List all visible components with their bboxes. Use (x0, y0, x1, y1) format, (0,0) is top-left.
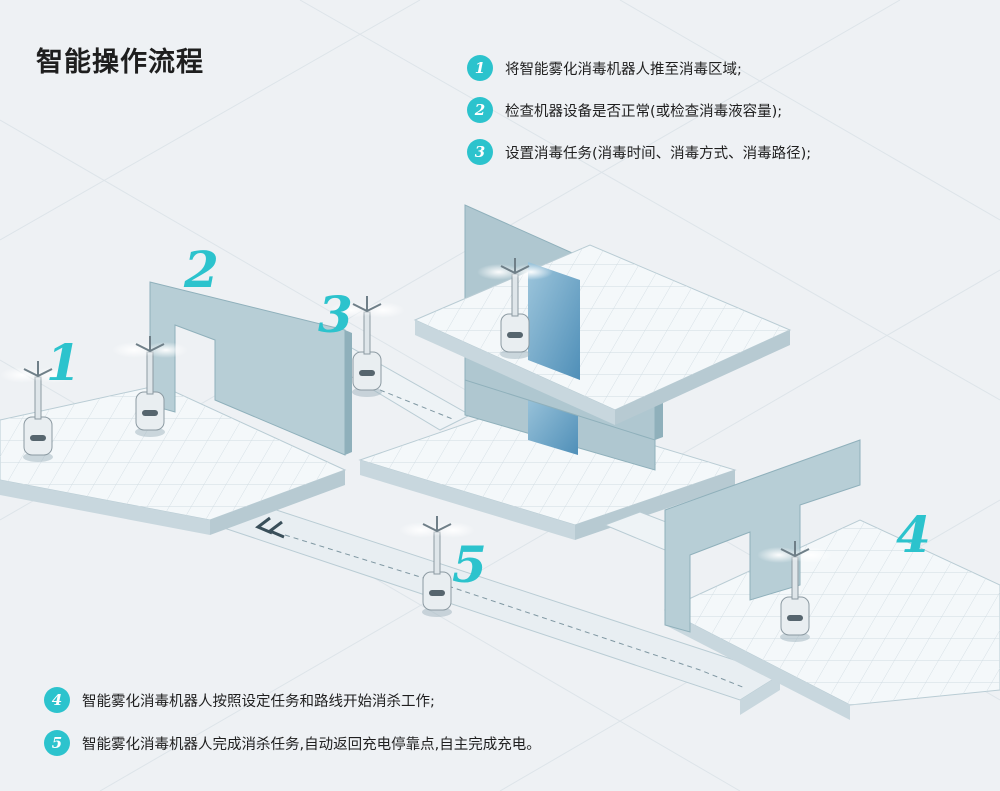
zone-number-3: 3 (318, 285, 353, 344)
zone-4-room (663, 439, 1000, 720)
zone-1-floor (0, 384, 347, 535)
robot-icon (399, 516, 475, 617)
step-badge: 2 (467, 97, 493, 123)
robots (0, 258, 833, 642)
step-3: 3 设置消毒任务(消毒时间、消毒方式、消毒路径); (467, 139, 811, 165)
step-5: 5 智能雾化消毒机器人完成消杀任务,自动返回充电停靠点,自主完成充电。 (44, 730, 541, 756)
step-4: 4 智能雾化消毒机器人按照设定任务和路线开始消杀工作; (44, 687, 435, 713)
step-text: 设置消毒任务(消毒时间、消毒方式、消毒路径); (505, 145, 812, 162)
building-upper (413, 204, 792, 441)
return-arrow-icon (255, 516, 285, 539)
zone-number-1: 1 (46, 333, 81, 392)
step-text: 检查机器设备是否正常(或检查消毒液容量); (505, 103, 783, 120)
robot-icon (477, 258, 553, 359)
zone-number-4: 4 (896, 505, 931, 564)
step-2: 2 检查机器设备是否正常(或检查消毒液容量); (467, 97, 782, 123)
step-badge: 4 (44, 687, 70, 713)
step-text: 智能雾化消毒机器人按照设定任务和路线开始消杀工作; (82, 693, 435, 710)
zone-number-2: 2 (184, 240, 219, 299)
robot-icon (0, 361, 76, 462)
step-text: 智能雾化消毒机器人完成消杀任务,自动返回充电停靠点,自主完成充电。 (82, 736, 541, 753)
step-1: 1 将智能雾化消毒机器人推至消毒区域; (467, 55, 742, 81)
page-title: 智能操作流程 (36, 47, 204, 78)
zone-number-5: 5 (452, 535, 487, 594)
step-text: 将智能雾化消毒机器人推至消毒区域; (505, 61, 742, 78)
robot-icon (757, 541, 833, 642)
elevator-icon (528, 262, 580, 380)
step-badge: 3 (467, 139, 493, 165)
robot-icon (329, 296, 405, 397)
robot-icon (112, 336, 188, 437)
zone-2-wall (149, 281, 352, 456)
step-badge: 1 (467, 55, 493, 81)
step-badge: 5 (44, 730, 70, 756)
